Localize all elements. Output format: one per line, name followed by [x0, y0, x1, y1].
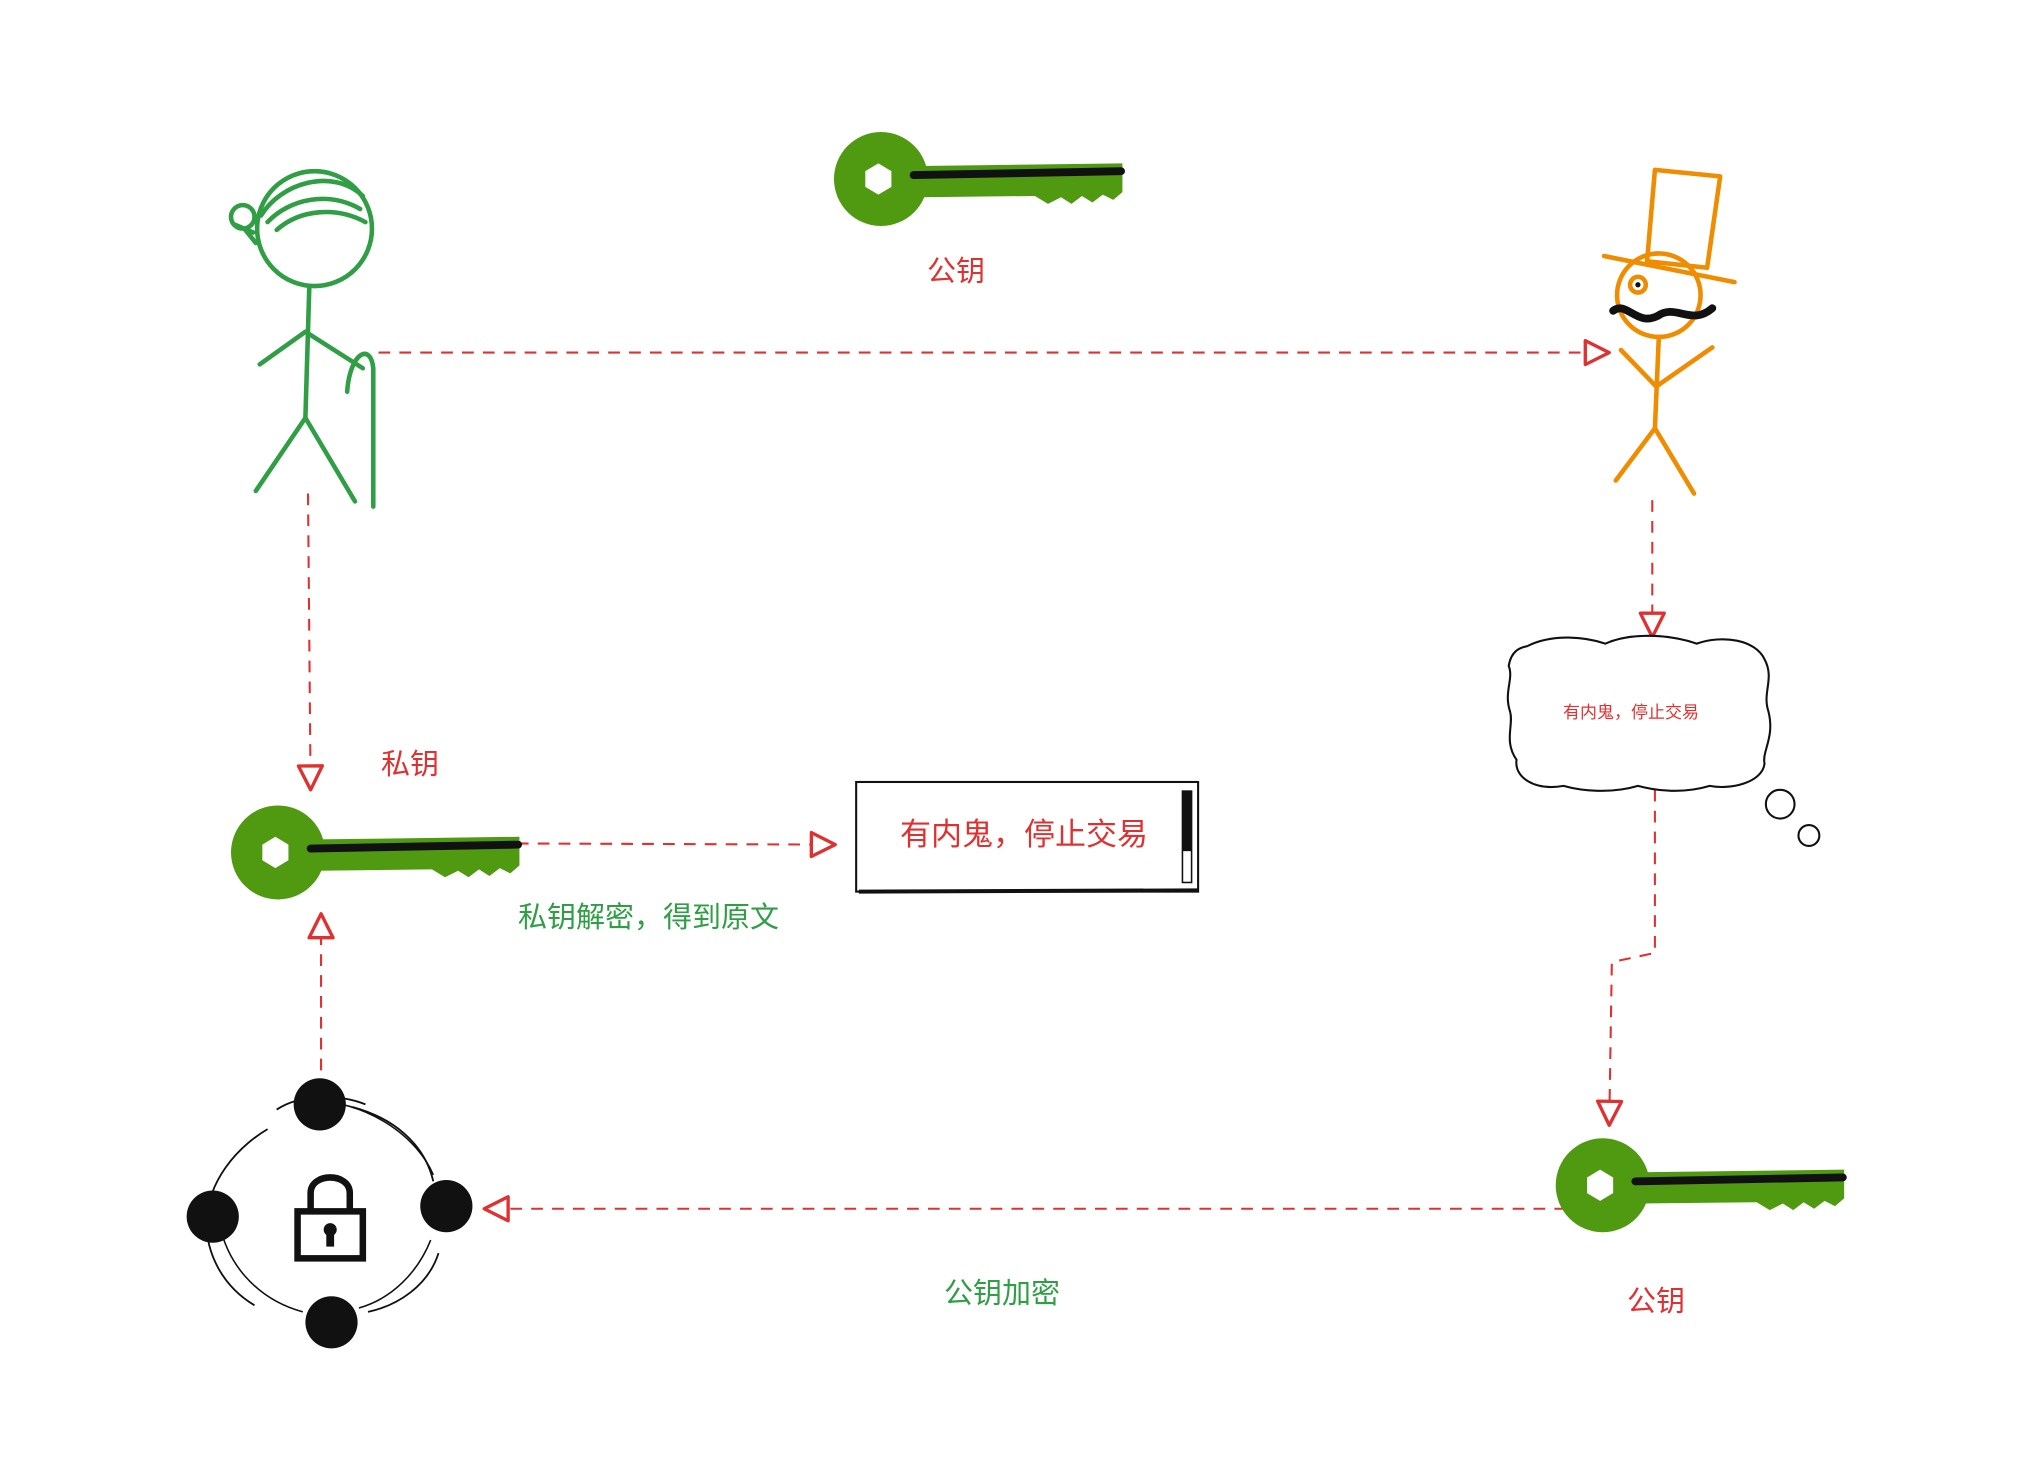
public-key-label-top: 公钥	[927, 254, 986, 288]
lock-icon	[186, 1078, 473, 1349]
person-icon	[228, 168, 376, 509]
encrypt-caption: 公钥加密	[944, 1276, 1061, 1310]
top-hat-person-icon	[1601, 167, 1737, 496]
arrow-bubble-to-public-key	[1595, 789, 1656, 1127]
message-box-text: 有内鬼，停止交易	[900, 817, 1148, 853]
private-key-label: 私钥	[381, 747, 440, 781]
arrow-private-key-to-message	[475, 830, 837, 859]
key-icon	[1556, 1138, 1844, 1232]
key-icon	[231, 805, 519, 899]
decrypt-caption: 私钥解密，得到原文	[518, 900, 780, 934]
thought-bubble-text: 有内鬼，停止交易	[1563, 703, 1699, 723]
connectors	[296, 338, 1666, 1223]
arrow-left-person-to-private-key	[296, 493, 325, 792]
key-icon	[834, 132, 1122, 226]
message-box-icon	[855, 780, 1200, 894]
public-key-label-bottom: 公钥	[1627, 1284, 1686, 1318]
thought-bubble-icon	[1506, 634, 1821, 847]
